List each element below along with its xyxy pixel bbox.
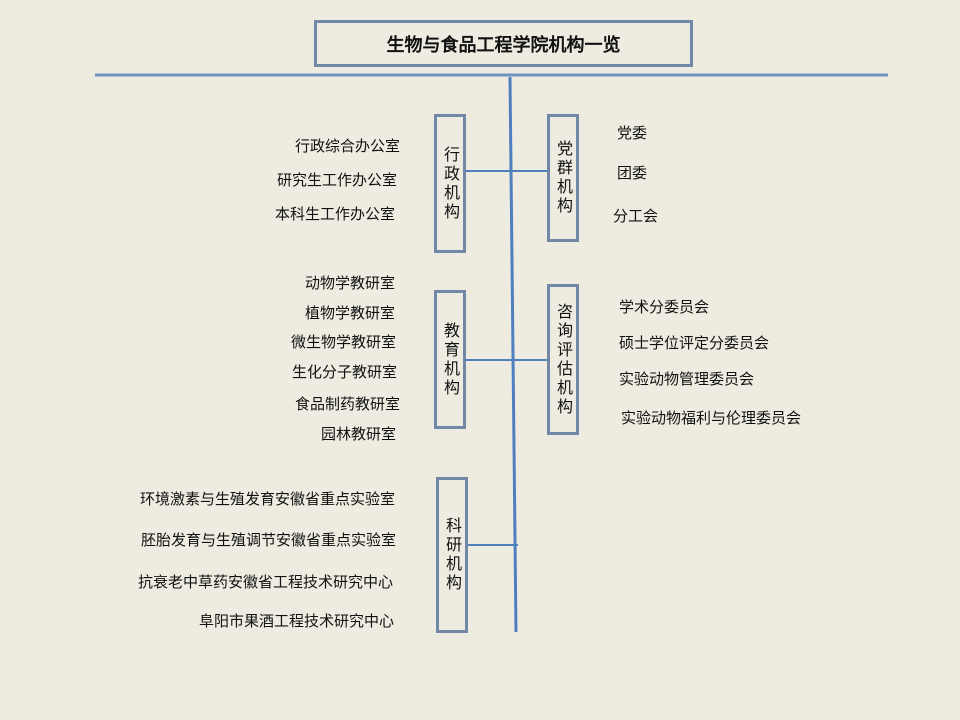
admin-item: 本科生工作办公室 bbox=[274, 205, 395, 223]
advisory-item: 实验动物管理委员会 bbox=[619, 370, 755, 388]
trunk-line bbox=[508, 76, 518, 633]
party-item: 分工会 bbox=[613, 207, 659, 225]
education-item: 动物学教研室 bbox=[304, 274, 395, 292]
party-item: 团委 bbox=[617, 164, 648, 182]
education-item: 微生物学教研室 bbox=[290, 333, 396, 351]
education-box: 教育机构 bbox=[434, 290, 466, 429]
admin-item: 行政综合办公室 bbox=[294, 137, 400, 155]
research-box: 科研机构 bbox=[436, 477, 468, 633]
research-item: 抗衰老中草药安徽省工程技术研究中心 bbox=[137, 573, 393, 591]
advisory-box: 咨询评估机构 bbox=[547, 284, 579, 435]
education-item: 食品制药教研室 bbox=[294, 395, 400, 413]
party-box: 党群机构 bbox=[547, 114, 579, 242]
research-item: 环境激素与生殖发育安徽省重点实验室 bbox=[139, 490, 395, 508]
advisory-item: 硕士学位评定分委员会 bbox=[619, 334, 770, 352]
education-item: 生化分子教研室 bbox=[291, 363, 397, 381]
admin-box: 行政机构 bbox=[434, 114, 466, 253]
admin-item: 研究生工作办公室 bbox=[276, 171, 397, 189]
page-title: 生物与食品工程学院机构一览 bbox=[314, 20, 693, 67]
education-item: 园林教研室 bbox=[320, 425, 396, 443]
research-item: 阜阳市果酒工程技术研究中心 bbox=[198, 612, 394, 630]
research-item: 胚胎发育与生殖调节安徽省重点实验室 bbox=[140, 531, 396, 549]
advisory-item: 学术分委员会 bbox=[619, 298, 710, 316]
party-item: 党委 bbox=[617, 124, 648, 142]
education-item: 植物学教研室 bbox=[304, 304, 395, 322]
advisory-item: 实验动物福利与伦理委员会 bbox=[621, 409, 802, 427]
